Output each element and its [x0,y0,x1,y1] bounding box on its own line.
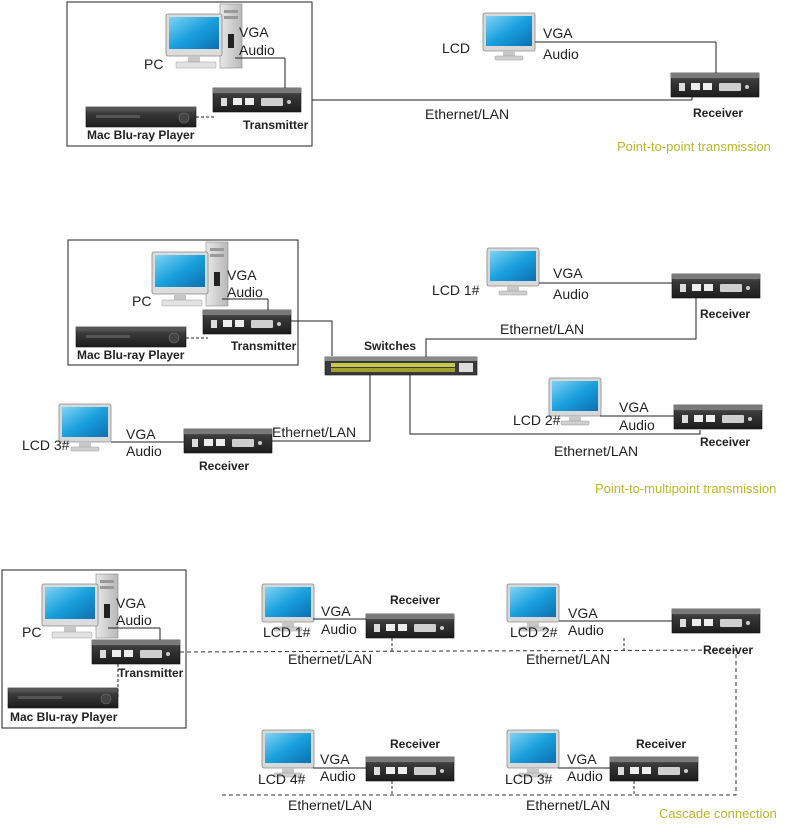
receiver2-icon [671,608,761,634]
lan-label-3: Ethernet/LAN [272,424,356,440]
lcd1-audio-label: Audio [321,621,357,637]
source-frame [67,239,299,366]
lcd3-audio-label: Audio [126,443,162,459]
receiver1-icon [671,273,761,299]
receiver4-icon [365,756,455,782]
lan-label-1: Ethernet/LAN [500,321,584,337]
blu-ray-player-icon [85,106,197,128]
audio-label: Audio [227,284,263,300]
lcd-icon [482,12,536,61]
blu-ray-player-icon [75,326,187,348]
lan-label: Ethernet/LAN [425,106,509,122]
receiver2-label: Receiver [703,643,753,657]
transmitter-icon [212,87,302,113]
blu-ray-player-icon [7,687,119,709]
lcd1-vga-label: VGA [553,265,583,281]
transmitter-icon [91,639,181,665]
receiver3-label: Receiver [636,737,686,751]
lcd2-label: LCD 2# [513,412,561,428]
lan-cable-2 [409,375,701,435]
receiver4-label: Receiver [390,737,440,751]
receiver3-icon [183,428,273,454]
receiver1-label: Receiver [700,307,750,321]
lcd1-vga-label: VGA [321,603,351,619]
vga-label: VGA [116,595,146,611]
transmitter-label: Transmitter [243,118,309,132]
source-frame [1,569,187,729]
player-label: Mac Blu-ray Player [77,348,185,362]
pc-label: PC [22,624,41,640]
lcd3-audio-label: Audio [567,768,603,784]
receiver-label: Receiver [693,106,743,120]
lcd-label: LCD [442,40,470,56]
pc-icon [165,3,243,69]
receiver1-icon [365,613,455,639]
lcd3-label: LCD 3# [22,437,70,453]
lcd1-label: LCD 1# [263,624,311,640]
lcd3-icon [506,729,560,778]
audio-label: Audio [116,612,152,628]
player-label: Mac Blu-ray Player [87,128,195,142]
lcd2-audio-label: Audio [568,622,604,638]
pc-label: PC [132,293,151,309]
lan-label-2: Ethernet/LAN [554,443,638,459]
lan-cable-3 [272,375,371,442]
transmitter-icon [202,309,292,335]
receiver-icon [670,72,760,98]
pc-label: PC [144,56,163,72]
lcd3-vga-label: VGA [126,426,156,442]
lcd1-label: LCD 1# [432,282,480,298]
switch-icon [324,356,478,376]
lan-label-2: Ethernet/LAN [526,651,610,667]
lcd4-audio-label: Audio [320,768,356,784]
transmitter-label: Transmitter [231,339,297,353]
lcd4-icon [261,729,315,778]
lcd4-vga-label: VGA [320,751,350,767]
lan-label-3: Ethernet/LAN [526,797,610,813]
receiver1-label: Receiver [390,593,440,607]
diagram-point-to-multipoint: PC VGA Audio Mac Blu-ray Player Transmit… [22,239,776,496]
switch-label: Switches [364,339,416,353]
lcd4-label: LCD 4# [258,771,306,787]
lcd3-vga-label: VGA [567,751,597,767]
receiver2-icon [673,404,763,430]
audio-label: Audio [239,42,275,58]
lcd-vga-label: VGA [543,25,573,41]
player-label: Mac Blu-ray Player [10,710,118,724]
lcd2-label: LCD 2# [510,624,558,640]
lcd2-audio-label: Audio [619,417,655,433]
lcd2-vga-label: VGA [619,399,649,415]
transmitter-label: Transmitter [118,666,184,680]
lcd1-icon [486,247,540,296]
lan-label-1: Ethernet/LAN [288,651,372,667]
lan-cable-1 [425,298,697,357]
diagram-cascade: PC VGA Audio Mac Blu-ray Player Transmit… [1,569,777,821]
receiver3-icon [609,756,699,782]
caption: Point-to-multipoint transmission [595,481,776,496]
lcd2-vga-label: VGA [568,605,598,621]
lcd-audio-label: Audio [543,46,579,62]
lcd3-label: LCD 3# [505,771,553,787]
lcd1-audio-label: Audio [553,286,589,302]
caption: Cascade connection [659,806,777,821]
source-frame [66,1,313,147]
pc-icon [151,241,229,307]
vga-label: VGA [227,267,257,283]
receiver3-label: Receiver [199,459,249,473]
lan-label-4: Ethernet/LAN [288,797,372,813]
diagram-point-to-point: PC VGA Audio Mac Blu-ray Player Transmit… [66,1,771,154]
pc-icon [41,573,119,639]
receiver2-label: Receiver [700,435,750,449]
vga-label: VGA [239,24,269,40]
caption: Point-to-point transmission [617,139,771,154]
